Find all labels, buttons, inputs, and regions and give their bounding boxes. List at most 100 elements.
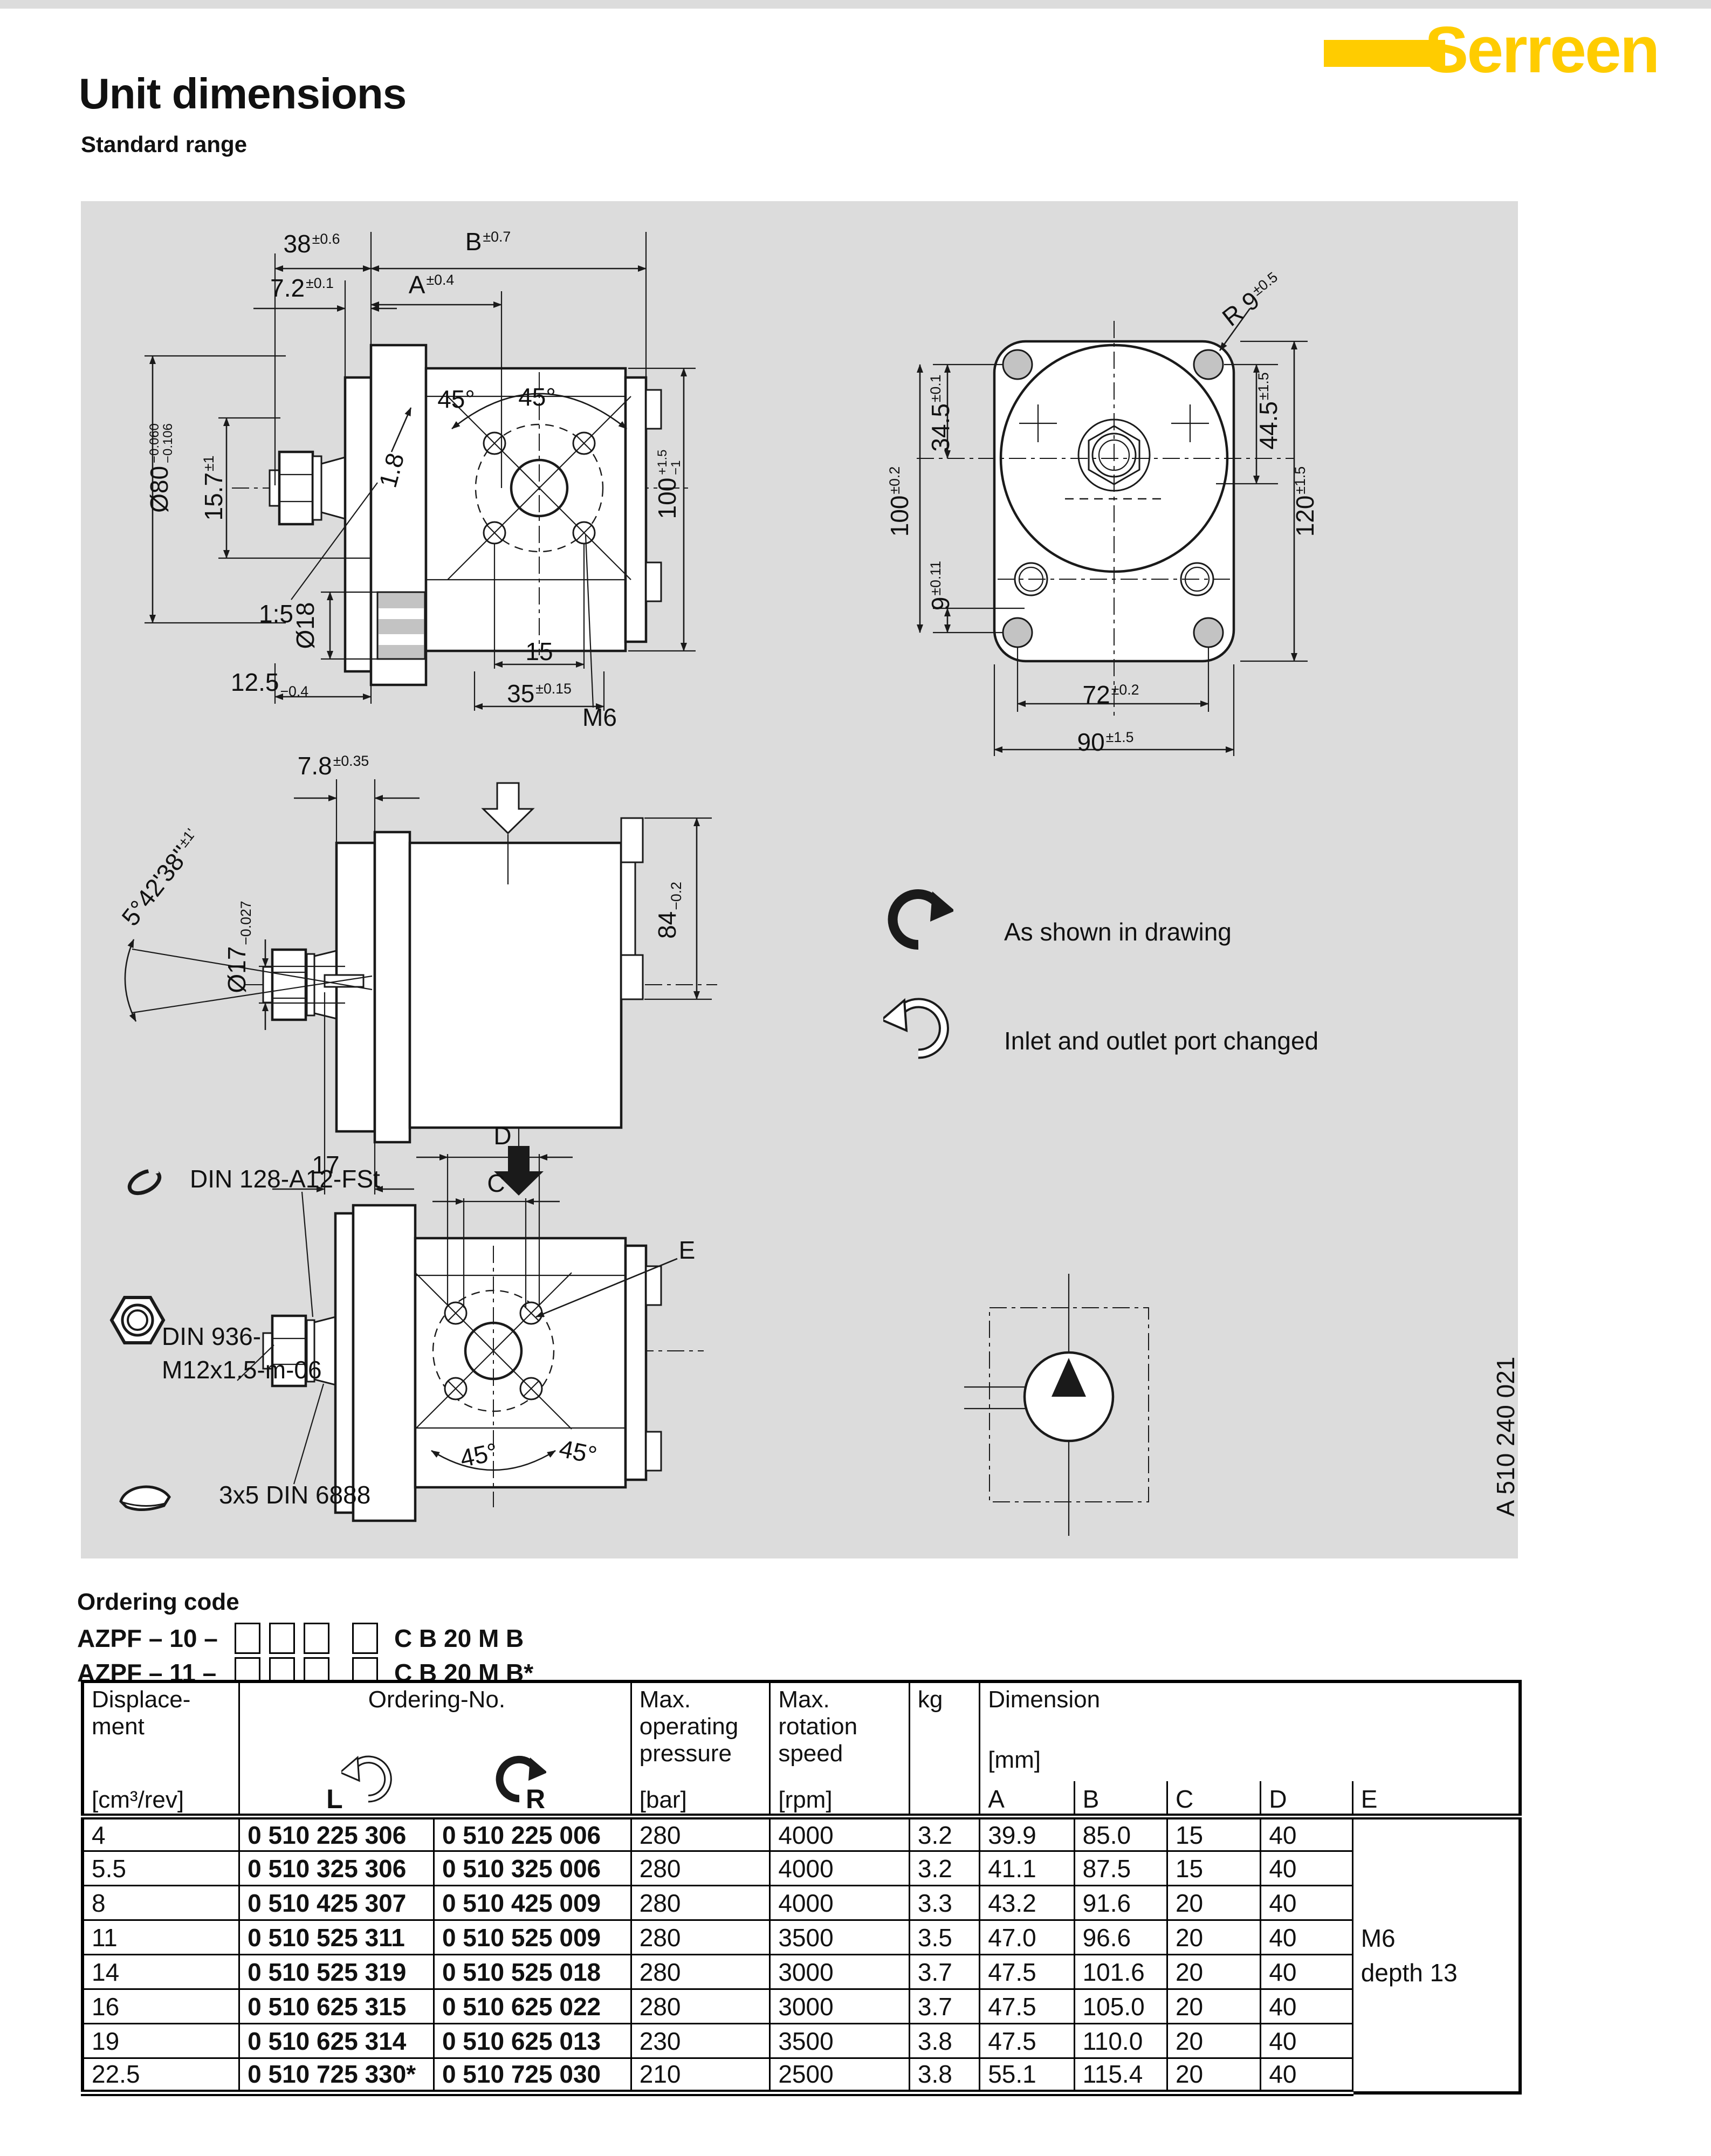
cell-rpm: 4000 bbox=[769, 1816, 910, 1852]
col-header-displacement: Displace-ment [cm³/rev] bbox=[81, 1681, 239, 1819]
cell-D: 40 bbox=[1260, 1885, 1353, 1921]
brand-logo: Serreen bbox=[1425, 13, 1660, 86]
cell-disp: 19 bbox=[81, 2023, 239, 2059]
cell-A: 47.5 bbox=[979, 1989, 1075, 2024]
woodruff-key-icon bbox=[119, 1485, 171, 1512]
code-box bbox=[304, 1623, 329, 1654]
cell-bar: 280 bbox=[630, 1816, 770, 1852]
dim-15-7: 15.7±1 bbox=[200, 455, 228, 521]
cell-D: 40 bbox=[1260, 2023, 1353, 2059]
code-box bbox=[352, 1623, 378, 1654]
col-header-kg: kg bbox=[908, 1681, 980, 1819]
dim-90: 90±1.5 bbox=[1077, 728, 1134, 756]
header-dimension: Dimension bbox=[988, 1686, 1101, 1713]
right-rotation-label: R bbox=[526, 1784, 546, 1814]
hex-nut-icon bbox=[109, 1296, 166, 1344]
cell-l: 0 510 625 315 bbox=[238, 1989, 434, 2024]
col-header-dim-D: D bbox=[1260, 1781, 1353, 1819]
dim-d80: Ø80−0.060−0.106 bbox=[145, 423, 175, 513]
cell-C: 20 bbox=[1166, 1885, 1261, 1921]
cell-r: 0 510 525 009 bbox=[432, 1920, 631, 1955]
dim-7-2: 7.2±0.1 bbox=[270, 274, 334, 302]
dim-44-5: 44.5±1.5 bbox=[1254, 372, 1282, 450]
cell-D: 40 bbox=[1260, 1920, 1353, 1955]
col-header-dim-E: E bbox=[1351, 1781, 1520, 1819]
cell-disp: 22.5 bbox=[81, 2058, 239, 2096]
cell-rpm: 3500 bbox=[769, 2023, 910, 2059]
cell-kg: 3.2 bbox=[908, 1816, 980, 1852]
cell-l: 0 510 525 319 bbox=[238, 1954, 434, 1990]
cw-rotation-icon bbox=[888, 889, 953, 950]
cell-C: 20 bbox=[1166, 2023, 1261, 2059]
note-din-936-line2: M12x1.5-m-06 bbox=[162, 1356, 322, 1384]
ordering-code-section: Ordering code AZPF – 10 – C B 20 M B AZP… bbox=[77, 1589, 533, 1690]
cell-r: 0 510 325 006 bbox=[432, 1851, 631, 1886]
page-subtitle: Standard range bbox=[81, 132, 248, 157]
cell-rpm: 4000 bbox=[769, 1851, 910, 1886]
dim-d-letter: D bbox=[493, 1122, 512, 1150]
angle-45-tl-left: 45° bbox=[437, 385, 475, 413]
legend-ccw-text: Inlet and outlet port changed bbox=[1004, 1027, 1319, 1055]
thread-m6: M6 bbox=[582, 703, 617, 731]
cell-rpm: 3500 bbox=[769, 1920, 910, 1955]
note-din-6888: 3x5 DIN 6888 bbox=[219, 1481, 371, 1509]
ccw-rotation-icon bbox=[883, 998, 949, 1059]
header-displacement-unit: [cm³/rev] bbox=[92, 1787, 184, 1813]
cell-bar: 280 bbox=[630, 1851, 770, 1886]
cell-C: 15 bbox=[1166, 1851, 1261, 1886]
page-top-strip bbox=[0, 0, 1711, 9]
cell-A: 47.5 bbox=[979, 1954, 1075, 1990]
cell-bar: 280 bbox=[630, 1885, 770, 1921]
header-speed-unit: [rpm] bbox=[778, 1787, 833, 1813]
col-header-ordering-no: Ordering-No. L bbox=[238, 1681, 631, 1819]
cell-rpm: 3000 bbox=[769, 1989, 910, 2024]
header-pressure-unit: [bar] bbox=[639, 1787, 687, 1813]
code-box bbox=[269, 1623, 295, 1654]
cell-disp: 5.5 bbox=[81, 1851, 239, 1886]
col-header-dim-B: B bbox=[1073, 1781, 1167, 1819]
cell-C: 20 bbox=[1166, 1954, 1261, 1990]
cell-A: 55.1 bbox=[979, 2058, 1075, 2096]
left-rotation-group: L bbox=[323, 1752, 404, 1814]
cell-bar: 210 bbox=[630, 2058, 770, 2096]
cell-A: 43.2 bbox=[979, 1885, 1075, 1921]
dim-1-8: 1.8 bbox=[373, 450, 410, 491]
cell-D: 40 bbox=[1260, 2058, 1353, 2096]
cell-D: 40 bbox=[1260, 1816, 1353, 1852]
cell-D: 40 bbox=[1260, 1851, 1353, 1886]
cell-C: 20 bbox=[1166, 1920, 1261, 1955]
cell-B: 101.6 bbox=[1073, 1954, 1167, 1990]
angle-45-b-right: 45° bbox=[556, 1434, 600, 1470]
dim-72: 72±0.2 bbox=[1082, 681, 1139, 709]
dim-r9: R 9±0.5 bbox=[1217, 269, 1281, 332]
cell-A: 41.1 bbox=[979, 1851, 1075, 1886]
dim-15: 15 bbox=[525, 637, 553, 665]
cell-kg: 3.8 bbox=[908, 2023, 980, 2059]
dim-a: A±0.4 bbox=[408, 271, 455, 299]
ordering-code-heading: Ordering code bbox=[77, 1589, 239, 1615]
dim-34-5: 34.5±0.1 bbox=[926, 374, 954, 452]
table-header-row: Displace-ment [cm³/rev] Ordering-No. bbox=[81, 1681, 1520, 1819]
cell-rpm: 2500 bbox=[769, 2058, 910, 2096]
dim-e-letter: E bbox=[678, 1236, 696, 1264]
dim-84: 84−0.2 bbox=[652, 882, 685, 939]
left-rotation-label: L bbox=[326, 1784, 343, 1814]
dim-7-8: 7.8±0.35 bbox=[297, 752, 369, 780]
code-box bbox=[235, 1623, 260, 1654]
ccw-rotation-icon bbox=[341, 1755, 392, 1803]
ordering-code-suffix: C B 20 M B bbox=[394, 1624, 524, 1652]
cell-A: 39.9 bbox=[979, 1816, 1075, 1852]
cell-l: 0 510 225 306 bbox=[238, 1816, 434, 1852]
doc-number: A 510 240 021 bbox=[1492, 1356, 1520, 1517]
cell-A: 47.0 bbox=[979, 1920, 1075, 1955]
